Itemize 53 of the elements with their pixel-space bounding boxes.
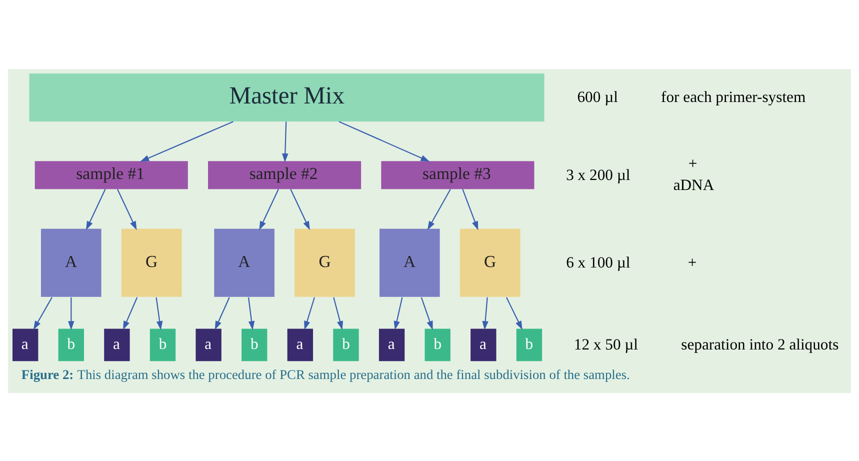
node-box: a [104,328,130,361]
arrow [427,188,451,230]
arrow [282,121,288,162]
node-box: b [58,328,84,361]
caption: Figure 2: This diagram shows the procedure of PCR sample preparation and the final subdivision of the samples. [21,366,630,382]
arrow [122,296,138,330]
arrow [420,296,433,330]
node-box: b [150,328,176,361]
node-box: Master Mix [29,72,544,121]
label: 12 x 50 µl [574,336,638,354]
arrow [259,188,279,230]
label: separation into 2 aliquots [681,336,839,354]
node-box: a [378,328,405,361]
arrow [462,188,478,230]
arrow [156,296,163,330]
label: for each primer-system [661,88,806,106]
node-box: a [12,328,38,361]
label: 600 µl [577,88,618,106]
arrow [506,296,522,330]
arrow [140,120,234,162]
arrow [33,296,52,330]
node-box: a [196,328,222,361]
arrow [394,296,403,330]
node-box: G [121,228,182,296]
arrow [338,120,430,162]
node-box: b [333,328,359,361]
node-box: b [242,328,268,361]
label: aDNA [673,176,714,194]
arrow [290,188,310,230]
node-box: a [470,328,496,361]
node-box: b [516,328,542,361]
label: + [688,155,698,172]
label: + [688,254,697,272]
node-box: G [460,228,520,296]
arrow [86,188,106,230]
node-box: b [424,328,450,361]
node-box: A [380,228,440,296]
node-box: G [294,228,355,296]
node-box: sample #1 [34,160,188,189]
arrow [68,296,74,330]
arrow [214,296,230,330]
label: 6 x 100 µl [566,254,630,272]
arrow [304,296,316,330]
arrow [482,296,488,330]
arrow [116,188,137,230]
label: 3 x 200 µl [566,166,630,184]
node-box: a [287,328,314,361]
node-box: A [40,228,102,296]
arrow [333,296,344,330]
node-box: sample #3 [381,160,534,189]
node-box: A [214,228,274,296]
node-box: sample #2 [208,160,362,189]
arrow [248,296,255,330]
